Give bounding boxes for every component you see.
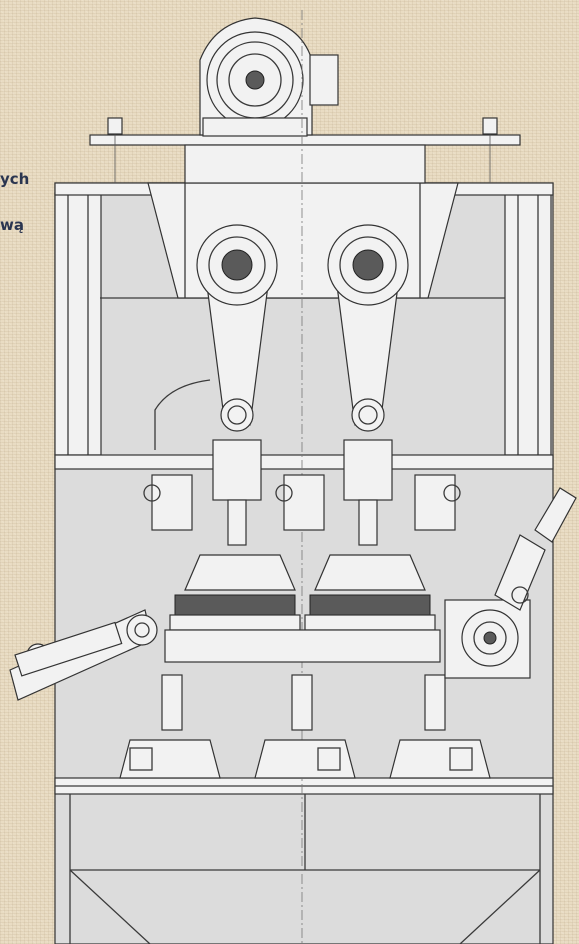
pan-left — [169, 554, 301, 631]
shaft-couplings — [143, 439, 461, 546]
guide-curve — [154, 379, 211, 450]
top-motor — [89, 17, 521, 184]
caption-fragment-2: wą — [0, 216, 24, 234]
support-legs — [119, 674, 491, 779]
pan-base — [164, 629, 441, 663]
side-drive-right — [444, 487, 577, 679]
hopper — [147, 182, 459, 299]
side-link-left — [9, 609, 158, 701]
pulley-left — [196, 224, 278, 432]
caption-fragment-1: ych — [0, 170, 30, 188]
pulley-right — [327, 224, 409, 432]
pan-right — [304, 554, 436, 631]
